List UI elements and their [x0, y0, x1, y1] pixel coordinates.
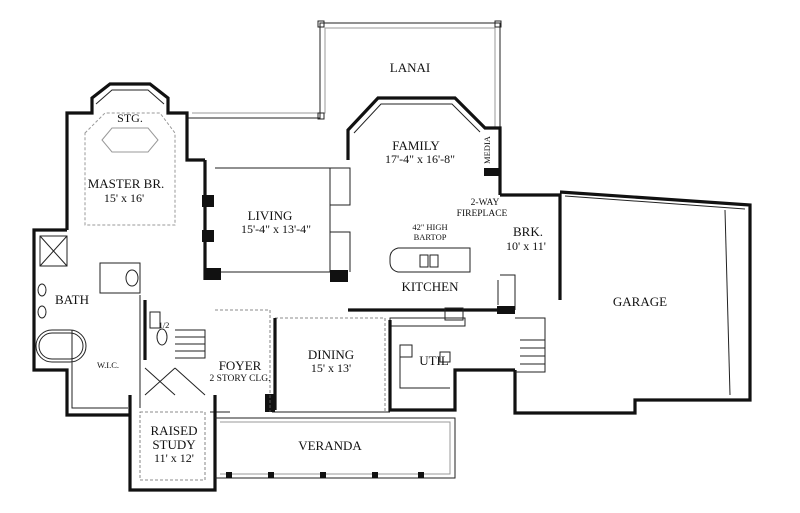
- breakfast-dimensions: 10' x 11': [506, 239, 546, 253]
- foyer-walls: [175, 309, 271, 413]
- half-bath-walls: [143, 300, 168, 360]
- living-room-walls: [202, 160, 351, 282]
- study-label-2: STUDY: [152, 437, 196, 452]
- family-label: FAMILY: [392, 138, 440, 153]
- garage-walls: [513, 190, 752, 415]
- study-dimensions: 11' x 12': [154, 451, 194, 465]
- storage-label: STG.: [117, 111, 143, 125]
- bath-walls: [32, 228, 141, 417]
- veranda-outline: [215, 417, 456, 479]
- half-bath-label: 1/2: [159, 320, 170, 330]
- bath-label: BATH: [55, 292, 89, 307]
- kitchen-label: KITCHEN: [401, 279, 459, 294]
- family-room-walls: [346, 96, 502, 195]
- breakfast-label: BRK.: [513, 224, 543, 239]
- dining-label: DINING: [308, 347, 354, 362]
- media-label: MEDIA: [482, 135, 492, 164]
- lanai-outline: [187, 20, 502, 128]
- walk-in-closet-walls: [71, 295, 141, 409]
- fireplace-label-1: 2-WAY: [471, 198, 500, 208]
- dining-dimensions: 15' x 13': [311, 361, 351, 375]
- foyer-label: FOYER: [219, 358, 262, 373]
- bartop-label-2: BARTOP: [414, 232, 447, 242]
- lanai-label: LANAI: [390, 60, 430, 75]
- study-label-1: RAISED: [151, 423, 198, 438]
- raised-study-walls: [128, 367, 217, 492]
- utility-walls: [388, 320, 515, 412]
- family-dimensions: 17'-4" x 16'-8": [385, 152, 455, 166]
- master-bedroom-walls: [65, 82, 205, 230]
- utility-label: UTIL: [419, 353, 449, 368]
- veranda-label: VERANDA: [298, 438, 362, 453]
- master-bedroom-dimensions: 15' x 16': [104, 191, 144, 205]
- walk-in-closet-label: W.I.C.: [97, 360, 119, 370]
- living-dimensions: 15'-4" x 13'-4": [241, 222, 311, 236]
- garage-label: GARAGE: [613, 294, 667, 309]
- master-bedroom-label: MASTER BR.: [88, 176, 165, 191]
- foyer-note: 2 STORY CLG.: [210, 374, 271, 384]
- kitchen-breakfast-walls: [348, 193, 562, 327]
- fireplace-label-2: FIREPLACE: [457, 209, 508, 219]
- living-label: LIVING: [248, 208, 293, 223]
- bartop-label-1: 42" HIGH: [412, 222, 447, 232]
- bartop-island: [389, 247, 471, 273]
